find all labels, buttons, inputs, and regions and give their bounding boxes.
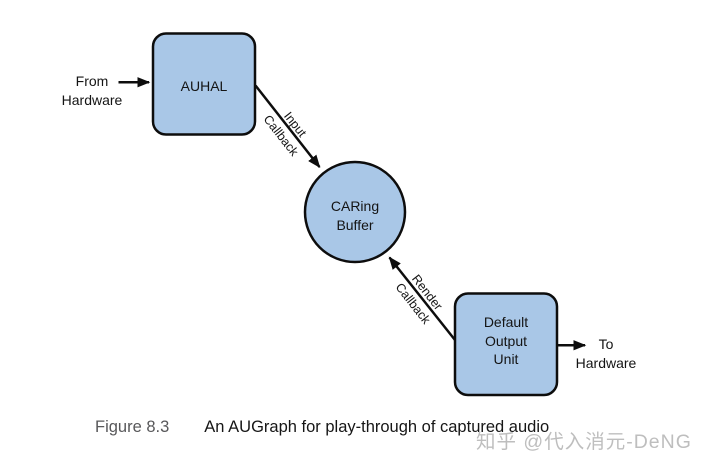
figure-caption-text: An AUGraph for play-through of captured … [204, 418, 550, 436]
render-callback-arrow [388, 256, 456, 341]
auhal-node-label: AUHAL [180, 78, 228, 94]
zhihu-watermark: 知乎 @代入消元-DeNG [476, 431, 692, 453]
from-hardware-label: From Hardware [42, 72, 142, 109]
caring-buffer-label-line1: CARing [330, 198, 380, 214]
auhal-node-box [151, 32, 257, 136]
default-output-unit-node-box [453, 292, 559, 397]
default-output-unit-label-line2: Output [484, 332, 528, 349]
caring-buffer-node-label: CARing Buffer [305, 197, 405, 235]
to-hardware-label: To Hardware [560, 335, 652, 372]
default-output-unit-label-line1: Default [483, 314, 529, 330]
figure-caption-number: Figure 8.3 [95, 418, 170, 436]
to-hardware-label-line1: To [598, 336, 614, 352]
input-callback-arrow [254, 84, 321, 169]
figure-caption: Figure 8.3 An AUGraph for play-through of… [95, 418, 549, 437]
caring-buffer-label-line2: Buffer [336, 217, 374, 233]
caring-buffer-node-circle [303, 160, 407, 264]
to-hardware-label-line2: Hardware [575, 354, 637, 371]
default-output-unit-node-label: Default Output Unit [455, 313, 557, 369]
from-hardware-label-line2: Hardware [61, 91, 123, 108]
default-output-unit-label-line3: Unit [493, 351, 519, 367]
from-hardware-label-line1: From [75, 73, 109, 89]
